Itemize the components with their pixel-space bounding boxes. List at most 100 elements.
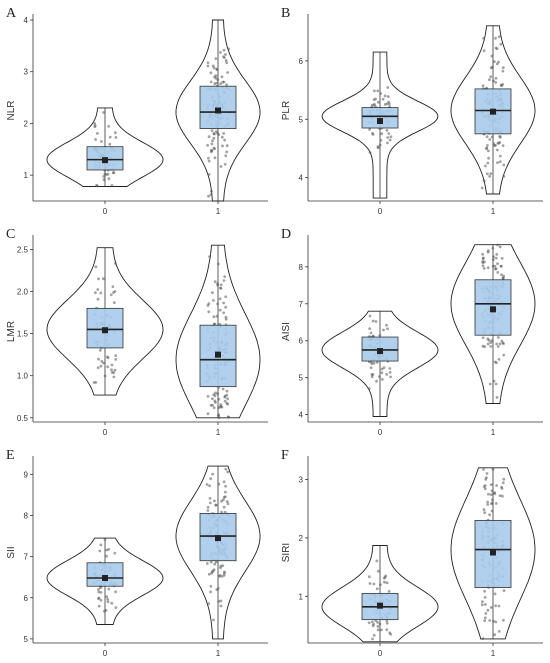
- data-point: [483, 484, 487, 487]
- data-point: [488, 138, 492, 141]
- data-point: [499, 83, 503, 87]
- data-point: [208, 255, 212, 258]
- data-point: [212, 618, 215, 622]
- data-point: [387, 590, 391, 593]
- data-point: [224, 305, 228, 309]
- y-axis-label: SIRI: [281, 543, 292, 562]
- data-point: [497, 358, 501, 361]
- mean-marker-0: [377, 348, 383, 355]
- data-point: [380, 628, 383, 632]
- data-point: [225, 144, 229, 148]
- data-point: [105, 595, 109, 599]
- panel-letter: F: [281, 448, 289, 463]
- data-point: [480, 603, 484, 607]
- data-point: [205, 562, 209, 565]
- data-point: [222, 498, 225, 502]
- data-point: [212, 299, 215, 302]
- data-point: [220, 575, 224, 578]
- data-point: [381, 97, 385, 101]
- data-point: [386, 327, 389, 331]
- data-point: [112, 301, 116, 304]
- data-point: [218, 308, 222, 312]
- data-point: [371, 637, 374, 641]
- data-point: [493, 633, 497, 637]
- data-point: [482, 468, 485, 471]
- data-point: [482, 508, 486, 512]
- data-point: [368, 314, 372, 318]
- data-point: [368, 151, 372, 155]
- data-point: [98, 348, 102, 352]
- y-tick-label: 4: [299, 411, 304, 420]
- data-point: [97, 277, 100, 281]
- data-point: [209, 584, 213, 588]
- data-point: [500, 485, 503, 489]
- chart-svg: A1234NLR01OUTCOME: [6, 6, 268, 216]
- data-point: [379, 92, 383, 95]
- data-point: [496, 161, 499, 165]
- data-point: [385, 621, 389, 625]
- data-point: [107, 177, 111, 181]
- data-point: [486, 337, 490, 341]
- data-point: [501, 69, 505, 73]
- data-point: [489, 483, 493, 486]
- data-point: [497, 141, 501, 145]
- data-point: [111, 285, 115, 288]
- data-point: [93, 122, 97, 125]
- data-point: [219, 566, 222, 570]
- data-point: [486, 266, 490, 270]
- data-point: [226, 71, 230, 74]
- data-point: [378, 622, 382, 626]
- data-point: [382, 366, 386, 369]
- mean-marker-1: [490, 306, 496, 313]
- data-point: [389, 135, 393, 139]
- data-point: [221, 144, 224, 148]
- data-point: [483, 345, 487, 348]
- data-point: [385, 129, 389, 132]
- data-point: [206, 505, 210, 509]
- data-point: [225, 401, 229, 405]
- data-point: [94, 138, 97, 141]
- data-point: [210, 189, 213, 193]
- data-point: [488, 382, 492, 386]
- data-point: [501, 66, 505, 70]
- data-point: [208, 484, 212, 488]
- y-tick-label: 3: [299, 476, 304, 485]
- mean-marker-0: [102, 327, 108, 334]
- data-point: [494, 604, 498, 608]
- data-point: [222, 480, 226, 484]
- data-point: [388, 371, 392, 374]
- data-point: [221, 387, 225, 391]
- data-point: [485, 472, 489, 475]
- chart-svg: F123SIRI01OUTCOME: [281, 448, 543, 658]
- data-point: [483, 596, 487, 599]
- data-point: [225, 150, 229, 154]
- data-point: [486, 503, 490, 506]
- data-point: [206, 304, 210, 307]
- data-point: [216, 282, 220, 286]
- x-tick-label: 1: [216, 207, 221, 216]
- data-point: [102, 175, 106, 178]
- data-point: [376, 569, 380, 573]
- data-point: [373, 102, 376, 106]
- y-axis-label: LMR: [6, 321, 17, 342]
- mean-marker-1: [215, 351, 221, 358]
- data-point: [383, 94, 387, 98]
- data-point: [498, 135, 502, 139]
- chart-svg: D45678AISI01OUTCOME: [281, 227, 543, 437]
- data-point: [389, 632, 393, 636]
- data-point: [481, 261, 485, 265]
- data-point: [482, 179, 486, 183]
- panel-letter: B: [281, 6, 290, 21]
- data-point: [489, 345, 493, 348]
- data-point: [212, 315, 216, 319]
- data-point: [489, 172, 493, 176]
- data-point: [502, 274, 506, 278]
- data-point: [494, 36, 497, 40]
- data-point: [219, 165, 223, 168]
- data-point: [97, 604, 101, 608]
- data-point: [386, 141, 389, 145]
- data-point: [213, 562, 217, 566]
- data-point: [489, 75, 493, 79]
- data-point: [103, 374, 107, 378]
- data-point: [108, 142, 112, 146]
